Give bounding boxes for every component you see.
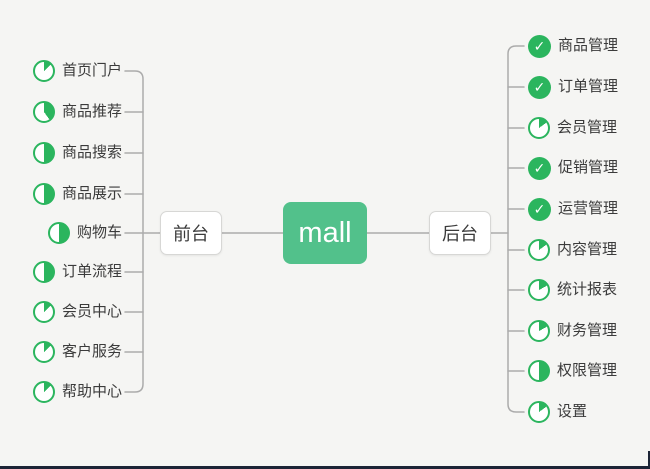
- leaf-node[interactable]: ✓ 促销管理: [528, 156, 618, 180]
- pie-progress-icon: [528, 401, 550, 423]
- leaf-label: 帮助中心: [61, 383, 122, 400]
- leaf-label: 运营管理: [558, 200, 619, 217]
- leaf-node[interactable]: 首页门户: [32, 59, 122, 83]
- leaf-label: 商品管理: [558, 37, 619, 54]
- pie-progress-icon: [32, 301, 55, 323]
- pie-progress-icon: [528, 320, 550, 342]
- check-icon: ✓: [528, 75, 551, 99]
- leaf-label: 财务管理: [557, 322, 618, 339]
- leaf-label: 促销管理: [558, 159, 619, 176]
- leaf-node[interactable]: 统计报表: [528, 278, 617, 302]
- pie-progress-icon: [32, 183, 55, 205]
- leaf-node[interactable]: 购物车: [47, 221, 122, 245]
- pie-progress-icon: [32, 101, 55, 123]
- leaf-label: 统计报表: [557, 281, 618, 298]
- leaf-node[interactable]: 帮助中心: [32, 380, 122, 404]
- leaf-node[interactable]: 商品推荐: [32, 100, 122, 124]
- leaf-node[interactable]: 订单流程: [32, 260, 122, 284]
- pie-progress-icon: [32, 261, 55, 283]
- pie-progress-icon: [528, 360, 550, 382]
- pie-progress-icon: [32, 381, 55, 403]
- leaf-label: 会员中心: [61, 303, 122, 320]
- leaf-node[interactable]: 设置: [528, 400, 587, 424]
- pie-progress-icon: [32, 341, 55, 363]
- branch-node-frontend[interactable]: 前台: [160, 211, 222, 255]
- leaf-node[interactable]: ✓ 订单管理: [528, 75, 618, 99]
- leaf-label: 购物车: [76, 224, 122, 241]
- branch-node-backend[interactable]: 后台: [429, 211, 491, 255]
- root-label: mall: [298, 216, 352, 249]
- window-edge: [648, 451, 650, 469]
- leaf-node[interactable]: 会员管理: [528, 116, 617, 140]
- leaf-label: 订单管理: [558, 78, 619, 95]
- check-icon: ✓: [528, 156, 551, 180]
- leaf-node[interactable]: 权限管理: [528, 359, 617, 383]
- pie-progress-icon: [47, 222, 70, 244]
- leaf-node[interactable]: ✓ 运营管理: [528, 197, 618, 221]
- leaf-label: 首页门户: [61, 62, 122, 79]
- window-edge: [0, 466, 650, 469]
- pie-progress-icon: [32, 60, 55, 82]
- leaf-label: 商品展示: [61, 185, 122, 202]
- leaf-node[interactable]: 内容管理: [528, 238, 617, 262]
- leaf-node[interactable]: 财务管理: [528, 319, 617, 343]
- leaf-node[interactable]: 会员中心: [32, 300, 122, 324]
- leaf-label: 客户服务: [61, 343, 122, 360]
- leaf-label: 商品推荐: [61, 103, 122, 120]
- branch-label: 前台: [173, 224, 209, 244]
- leaf-label: 内容管理: [557, 241, 618, 258]
- leaf-label: 设置: [557, 403, 588, 420]
- branch-label: 后台: [442, 224, 478, 244]
- root-node-mall[interactable]: mall: [283, 202, 367, 264]
- leaf-label: 会员管理: [557, 119, 618, 136]
- pie-progress-icon: [32, 142, 55, 164]
- pie-progress-icon: [528, 279, 550, 301]
- leaf-label: 权限管理: [557, 362, 618, 379]
- leaf-node[interactable]: 商品搜索: [32, 141, 122, 165]
- leaf-label: 商品搜索: [61, 144, 122, 161]
- check-icon: ✓: [528, 197, 551, 221]
- pie-progress-icon: [528, 239, 550, 261]
- leaf-node[interactable]: 商品展示: [32, 182, 122, 206]
- leaf-node[interactable]: ✓ 商品管理: [528, 34, 618, 58]
- pie-progress-icon: [528, 117, 550, 139]
- check-icon: ✓: [528, 34, 551, 58]
- leaf-label: 订单流程: [61, 263, 122, 280]
- leaf-node[interactable]: 客户服务: [32, 340, 122, 364]
